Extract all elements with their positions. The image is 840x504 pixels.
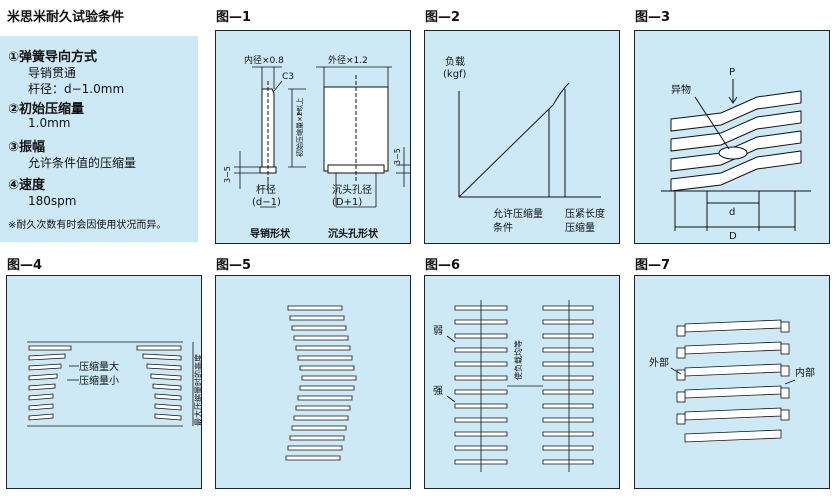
condition-1-sub1: 导销贯通 [28,66,77,80]
fig6-panel: 弱 强 使负载均等 [424,275,620,489]
conditions-title: 米思米耐久试验条件 [7,10,125,25]
conditions-panel: ①弹簧导向方式 导销贯通 杆径：d−1.0mm ②初始压缩量 1.0mm ③振幅… [0,36,198,242]
fig2-label-allow-2: 条件 [493,221,513,234]
fig1-inner-dia: 内径×0.8 [244,54,284,66]
condition-3: ③振幅 [8,140,46,155]
fig6-title: 图—6 [425,258,461,273]
fig1-title: 图—1 [216,10,252,25]
fig3-p: P [729,67,735,78]
fig2-panel: 负载 (kgf) 允许压缩量 条件 压紧长度 压缩量 [424,30,620,244]
fig1-caption-right: 沉头孔形状 [328,227,379,240]
fig7-inner: 内部 [795,366,815,379]
fig1-chamfer: C3 [282,72,294,82]
fig4-panel: 压缩量大 压缩量小 最大压缩量时的高度 [6,275,203,489]
condition-3-sub: 允许条件值的压缩量 [28,156,137,170]
fig2-drawing: 负载 (kgf) 允许压缩量 条件 压紧长度 压缩量 [443,55,605,234]
fig3-d-small: d [729,207,735,218]
fig4-small: 压缩量小 [79,374,119,387]
fig2-label-allow-1: 允许压缩量 [493,207,543,220]
fig2-title: 图—2 [425,10,461,25]
fig5-drawing [285,305,357,461]
fig3-drawing: 异物 P d D [661,67,811,242]
fig5-title: 图—5 [216,258,252,273]
condition-4: ④速度 [8,178,46,193]
fig1-caption-left: 导销形状 [250,227,291,240]
fig3-panel: 异物 P d D [634,30,830,244]
fig1-rod-dia: 杆径 [256,183,276,196]
fig6-drawing: 弱 强 使负载均等 [433,300,594,472]
fig1-dim-left: 3~5 [223,166,232,183]
condition-note: ※耐久次数有时会因使用状况而异。 [8,220,167,231]
fig1-hole-dia-value: (D+1) [332,197,362,208]
fig1-one: 1 [296,108,302,118]
fig1-rod-dia-value: (d−1) [252,197,281,208]
fig2-ylabel: 负载 [445,55,465,68]
condition-2: ②初始压缩量 [8,102,85,117]
condition-1: ①弹簧导向方式 [8,50,98,65]
fig1-panel: 内径×0.8 外径×1.2 C3 1 初始压缩量×2以上 3~5 3~5 杆径 … [215,30,411,244]
condition-1-sub2: 杆径：d−1.0mm [28,82,125,96]
fig7-outer: 外部 [649,356,669,369]
fig7-drawing: 外部 内部 [649,319,815,443]
fig1-length-note: 初始压缩量×2以上 [295,98,304,157]
fig6-even: 使负载均等 [513,340,523,380]
fig1-outer-dia: 外径×1.2 [328,54,368,66]
foreign-object [718,146,748,160]
fig5-panel [215,275,411,489]
fig3-foreign: 异物 [671,83,691,96]
fig4-title: 图—4 [7,258,43,273]
fig1-hole-dia: 沉头孔径 [332,183,372,196]
fig3-d-large: D [729,231,737,242]
condition-4-sub: 180spm [28,194,77,208]
fig6-weak: 弱 [433,325,443,337]
fig2-label-tight-1: 压紧长度 [565,207,605,220]
condition-2-sub: 1.0mm [28,116,71,130]
fig4-drawing: 压缩量大 压缩量小 最大压缩量时的高度 [27,341,203,427]
fig3-title: 图—3 [635,10,671,25]
fig4-vertical: 最大压缩量时的高度 [193,354,203,426]
fig2-yunit: (kgf) [443,69,467,80]
fig1-dim-right: 3~5 [393,148,402,165]
fig4-large: 压缩量大 [79,360,119,373]
fig7-title: 图—7 [635,258,671,273]
fig1-drawing: 内径×0.8 外径×1.2 C3 1 初始压缩量×2以上 3~5 3~5 杆径 … [223,54,410,240]
fig7-panel: 外部 内部 [634,275,830,489]
load-curve [552,82,570,106]
fig2-label-tight-2: 压缩量 [565,221,595,234]
load-line [458,104,554,198]
fig6-strong: 强 [433,385,443,397]
